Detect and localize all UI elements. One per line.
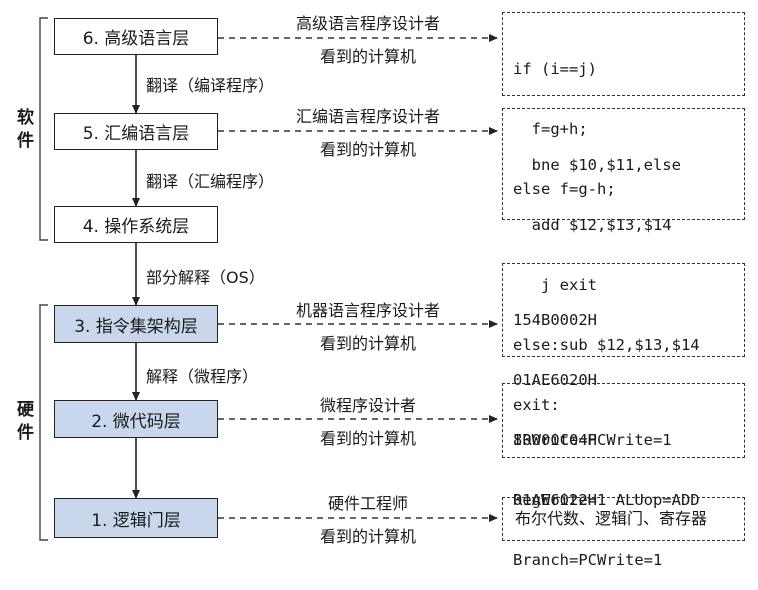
connector-layer [39, 17, 498, 541]
layer-instruction-set-architecture: 3. 指令集架构层 [54, 305, 218, 343]
transition-os-interpret: 部分解释（OS） [146, 268, 265, 287]
hardware-group-label: 硬件 [13, 400, 33, 446]
code-line: bne $10,$11,else [513, 156, 681, 174]
example-logic-gate: 布尔代数、逻辑门、寄存器 [502, 497, 745, 541]
layer-microcode: 2. 微代码层 [54, 400, 218, 438]
transition-compile: 翻译（编译程序） [146, 76, 275, 95]
software-brace [39, 17, 48, 241]
example-assembly-code: bne $10,$11,else add $12,$13,$14 j exit … [502, 108, 745, 414]
code-line: 01AE6022H [513, 491, 597, 509]
viewer-1-sees: 看到的计算机 [319, 527, 417, 546]
example-machine-code: 154B0002H 01AE6020H 80000C04H 01AE6022H [502, 263, 745, 509]
code-line: RegWrite=1 ALUop=ADD [513, 491, 700, 509]
viewer-3-who: 机器语言程序设计者 [295, 301, 441, 320]
viewer-5-sees: 看到的计算机 [319, 140, 417, 159]
code-line: IRWrite=PCWrite=1 [513, 431, 672, 449]
viewer-2-sees: 看到的计算机 [319, 429, 417, 448]
viewer-5-who: 汇编语言程序设计者 [295, 107, 441, 126]
code-line: if (i==j) [513, 60, 597, 78]
hardware-brace [39, 304, 48, 541]
transition-assemble: 翻译（汇编程序） [146, 172, 275, 191]
example-high-level-code: if (i==j) f=g+h; else f=g-h; [502, 12, 745, 198]
code-line: 01AE6020H [513, 371, 597, 389]
code-line: add $12,$13,$14 [513, 216, 672, 234]
code-line: Branch=PCWrite=1 [513, 551, 663, 569]
example-microcode: IRWrite=PCWrite=1 RegWrite=1 ALUop=ADD B… [502, 383, 745, 569]
viewer-2-who: 微程序设计者 [319, 396, 417, 415]
viewer-3-sees: 看到的计算机 [319, 334, 417, 353]
code-line: exit: [513, 396, 560, 414]
code-line: else:sub $12,$13,$14 [513, 336, 700, 354]
viewer-6-who: 高级语言程序设计者 [295, 14, 441, 33]
code-line: else f=g-h; [513, 180, 616, 198]
software-group-label: 软件 [13, 108, 33, 154]
code-line: f=g+h; [513, 120, 588, 138]
viewer-6-sees: 看到的计算机 [319, 47, 417, 66]
code-line: 154B0002H [513, 311, 597, 329]
transition-microprogram: 解释（微程序） [146, 367, 259, 386]
code-line: j exit [513, 276, 597, 294]
layer-assembly-language: 5. 汇编语言层 [54, 113, 218, 150]
layer-logic-gate: 1. 逻辑门层 [54, 498, 218, 538]
layer-operating-system: 4. 操作系统层 [54, 206, 218, 243]
code-line: 80000C04H [513, 431, 597, 449]
viewer-1-who: 硬件工程师 [327, 494, 409, 513]
layer-high-level-language: 6. 高级语言层 [54, 18, 218, 55]
